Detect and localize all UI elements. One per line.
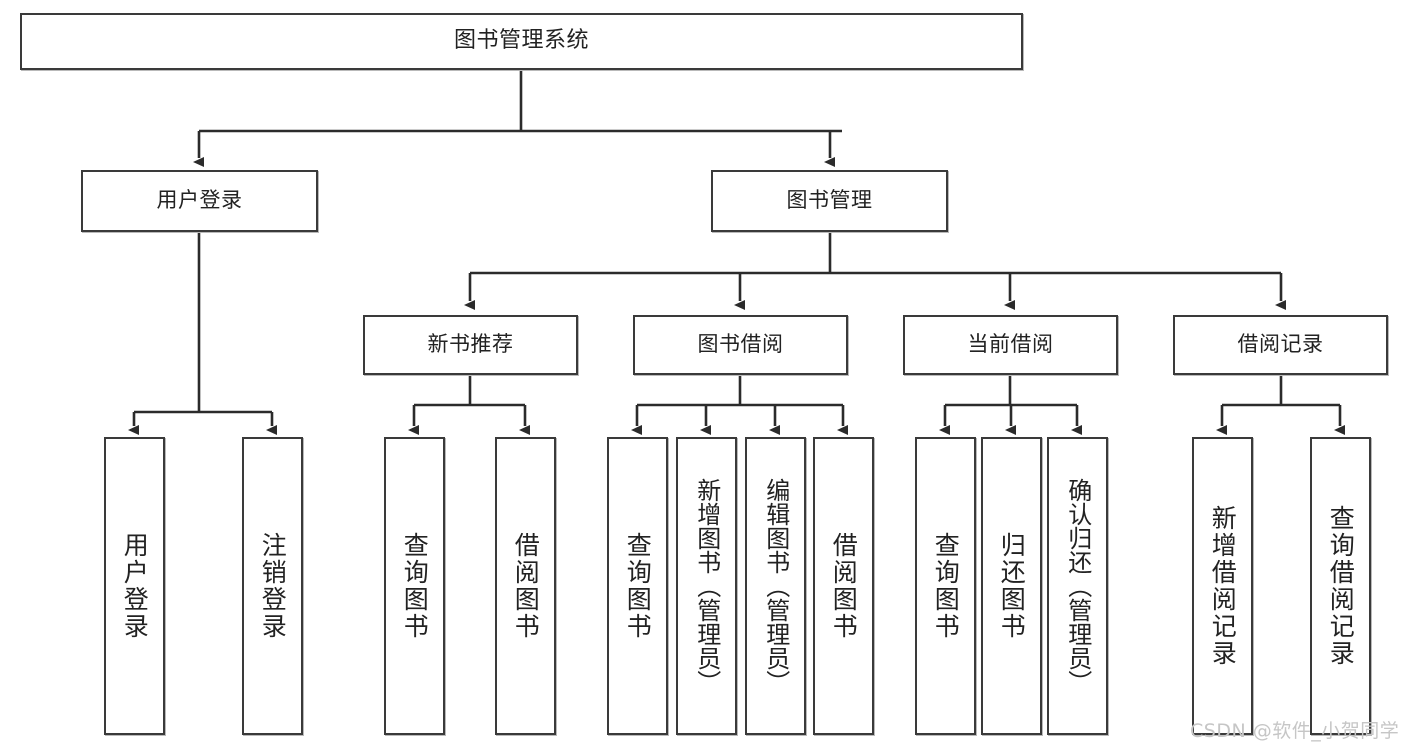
leaf-label: 用户登录 [120,532,150,640]
leaf-new-book-borrow[interactable]: 借阅图书 [495,437,556,735]
leaf-user-login-logout[interactable]: 注销登录 [242,437,303,735]
node-user-login[interactable]: 用户登录 [81,170,318,232]
leaf-records-add-record[interactable]: 新增借阅记录 [1192,437,1253,735]
leaf-borrow-query-book[interactable]: 查询图书 [607,437,668,735]
leaf-borrow-borrow-book[interactable]: 借阅图书 [813,437,874,735]
node-user-login-label: 用户登录 [156,188,243,213]
leaf-borrow-add-book-admin[interactable]: 新增图书（管理员） [676,437,737,735]
leaf-label: 借阅图书 [829,532,859,640]
leaf-current-confirm-return-admin[interactable]: 确认归还（管理员） [1047,437,1108,735]
node-root[interactable]: 图书管理系统 [20,13,1023,70]
node-current-borrow[interactable]: 当前借阅 [903,315,1118,375]
leaf-borrow-edit-book-admin[interactable]: 编辑图书（管理员） [745,437,806,735]
leaf-label: 编辑图书（管理员） [761,478,790,694]
leaf-label: 注销登录 [258,532,288,640]
leaf-label: 查询图书 [931,532,961,640]
node-book-management[interactable]: 图书管理 [711,170,948,232]
leaf-label: 新增借阅记录 [1208,505,1238,667]
node-book-borrow-label: 图书借阅 [697,332,784,357]
node-borrow-records-label: 借阅记录 [1237,332,1324,357]
node-borrow-records[interactable]: 借阅记录 [1173,315,1388,375]
leaf-label: 新增图书（管理员） [692,478,721,694]
leaf-label: 借阅图书 [511,532,541,640]
leaf-user-login-login[interactable]: 用户登录 [104,437,165,735]
leaf-new-book-query[interactable]: 查询图书 [384,437,445,735]
leaf-records-query-record[interactable]: 查询借阅记录 [1310,437,1371,735]
leaf-label: 查询借阅记录 [1326,505,1356,667]
node-new-book-recommend[interactable]: 新书推荐 [363,315,578,375]
node-new-book-recommend-label: 新书推荐 [427,332,514,357]
node-current-borrow-label: 当前借阅 [967,332,1054,357]
node-book-borrow[interactable]: 图书借阅 [633,315,848,375]
leaf-current-query-book[interactable]: 查询图书 [915,437,976,735]
leaf-label: 查询图书 [623,532,653,640]
node-book-management-label: 图书管理 [786,188,873,213]
leaf-label: 归还图书 [997,532,1027,640]
node-root-label: 图书管理系统 [453,28,589,54]
leaf-label: 确认归还（管理员） [1063,478,1092,694]
leaf-label: 查询图书 [400,532,430,640]
leaf-current-return-book[interactable]: 归还图书 [981,437,1042,735]
